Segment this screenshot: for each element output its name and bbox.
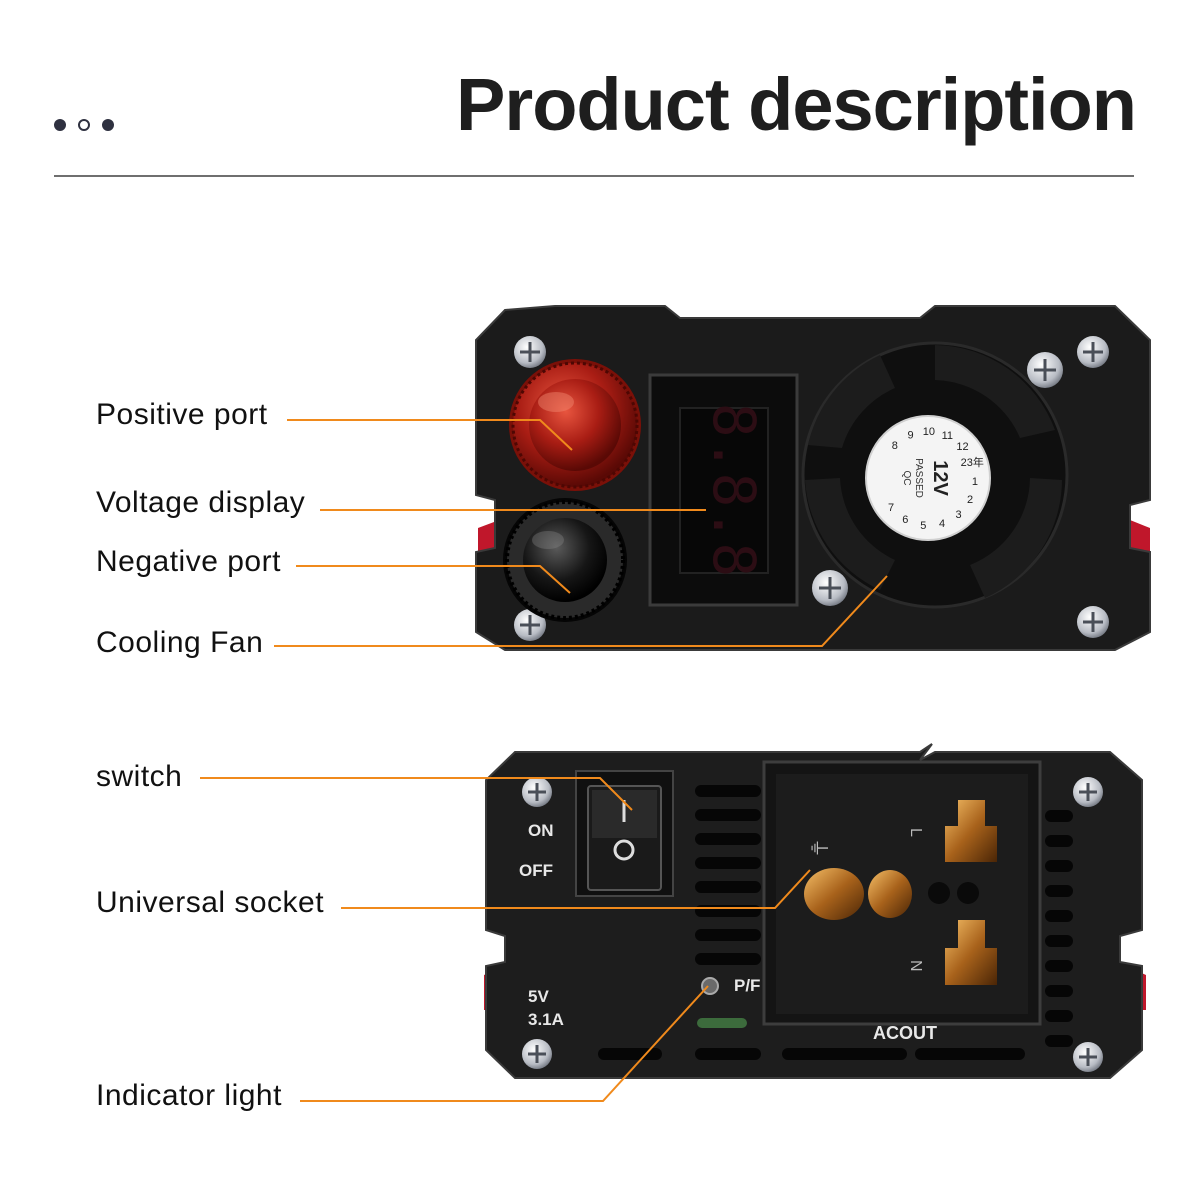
- vent-slot: [598, 1048, 662, 1060]
- callout-line-indicator: [300, 985, 709, 1102]
- vent-slot: [1045, 860, 1073, 872]
- fan-sticker-number: 11: [942, 430, 953, 442]
- callout-line-negative: [296, 565, 571, 594]
- vent-slot: [695, 857, 761, 869]
- vent-slot: [915, 1048, 1025, 1060]
- indicator-label: P/F: [734, 976, 760, 995]
- screw-icon: [514, 609, 546, 641]
- vent-slot: [695, 929, 761, 941]
- dot-1: [54, 119, 66, 131]
- screw-icon: [1073, 1042, 1103, 1072]
- vent-slot: [695, 1048, 761, 1060]
- screw-icon: [812, 570, 848, 606]
- vent-slot: [695, 905, 761, 917]
- back-panel: ON OFF 5V 3.1A P/F L N ⏚ ACOUT: [484, 743, 1146, 1079]
- rocker-switch: [575, 770, 674, 897]
- fan-sticker-passed: PASSED: [913, 458, 924, 498]
- screw-icon: [1027, 352, 1063, 388]
- callout-line-fan: [274, 575, 888, 647]
- fan-sticker-number: 8: [892, 440, 898, 452]
- callout-universal-socket: Universal socket: [96, 886, 325, 919]
- vent-slot: [695, 833, 761, 845]
- ground-icon: ⏚: [807, 838, 829, 858]
- screw-icon: [514, 336, 546, 368]
- vent-slot: [695, 809, 761, 821]
- callout-voltage-display: Voltage display: [96, 486, 306, 519]
- screw-icon: [1077, 336, 1109, 368]
- universal-socket: L N ⏚: [762, 760, 1042, 1026]
- callout-lines: [200, 419, 888, 1102]
- pin-l-label: L: [907, 828, 924, 837]
- switch-off-label: OFF: [519, 861, 553, 880]
- vent-slot: [782, 1048, 907, 1060]
- vent-slot: [1045, 985, 1073, 997]
- fan-sticker-voltage: 12V: [929, 460, 951, 496]
- pagination-dots: [54, 119, 114, 131]
- callout-indicator-light: Indicator light: [96, 1079, 282, 1112]
- fan-sticker-number: 4: [939, 518, 945, 530]
- callout-line-switch: [200, 777, 633, 811]
- callout-line-socket: [341, 869, 811, 909]
- callout-cooling-fan: Cooling Fan: [96, 626, 264, 659]
- vent-slot: [695, 881, 761, 893]
- dot-2: [78, 119, 90, 131]
- vent-slots: [598, 785, 1073, 1060]
- fan-sticker-number: 3: [955, 509, 961, 521]
- fan-sticker-qc: QC: [901, 471, 912, 486]
- vent-slot: [1045, 1010, 1073, 1022]
- vent-slot: [1045, 960, 1073, 972]
- vent-slot: [695, 953, 761, 965]
- usb-current-label: 3.1A: [528, 1010, 564, 1029]
- fan-sticker-number: 2: [967, 494, 973, 506]
- fan-sticker-number: 23年: [961, 455, 984, 469]
- usb-voltage-label: 5V: [528, 987, 549, 1006]
- dot-3: [102, 119, 114, 131]
- screw-icon: [522, 1039, 552, 1069]
- page-title: Product description: [456, 63, 1137, 146]
- positive-terminal: [509, 359, 641, 491]
- fan-sticker-text: 12V PASSED QC: [901, 458, 951, 498]
- callout-negative-port: Negative port: [96, 545, 281, 578]
- display-digits: 8.8.8: [700, 403, 768, 578]
- pin-n-label: N: [907, 960, 924, 972]
- negative-terminal: [503, 498, 627, 622]
- usb-port: [697, 1018, 747, 1028]
- fan-sticker-number: 6: [902, 514, 908, 526]
- header-divider: [54, 175, 1134, 177]
- fan-sticker-number: 1: [972, 476, 978, 488]
- fan-sticker-number: 10: [923, 426, 935, 438]
- outlet-label: ACOUT: [873, 1023, 937, 1043]
- vent-slot: [1045, 935, 1073, 947]
- screw-icon: [1073, 777, 1103, 807]
- vent-slot: [1045, 835, 1073, 847]
- fan-sticker-number: 5: [920, 520, 926, 532]
- callout-line-positive: [287, 419, 573, 451]
- voltage-display: 8.8.8: [648, 373, 799, 607]
- fan-sticker-number: 7: [888, 502, 894, 514]
- vent-slot: [1045, 1035, 1073, 1047]
- switch-on-label: ON: [528, 821, 554, 840]
- callout-positive-port: Positive port: [96, 398, 268, 431]
- vent-slot: [1045, 885, 1073, 897]
- vent-slot: [695, 785, 761, 797]
- fan-sticker-number: 12: [956, 441, 968, 453]
- indicator-light: [701, 977, 719, 995]
- callout-switch: switch: [96, 760, 183, 793]
- vent-slot: [1045, 810, 1073, 822]
- fan-sticker-number: 9: [907, 429, 913, 441]
- vent-slot: [1045, 910, 1073, 922]
- screw-icon: [1077, 606, 1109, 638]
- screw-icon: [522, 777, 552, 807]
